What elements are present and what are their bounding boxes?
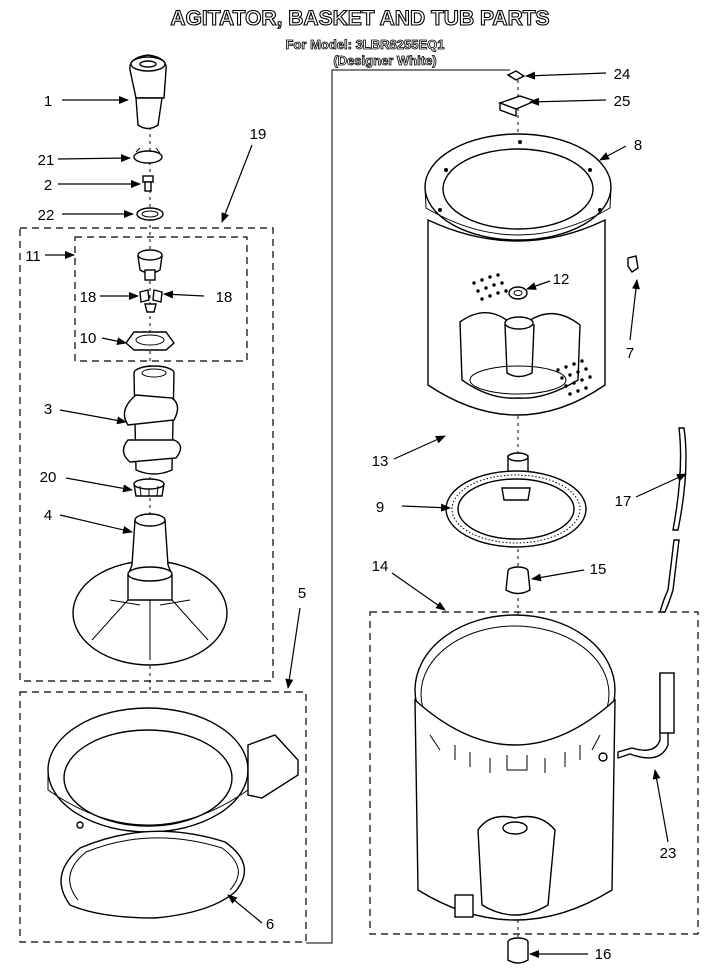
- part-16-bearing-nut: [507, 937, 529, 964]
- callout-numbers: 1 21 2 22 19 11 18 18 10 3 20 4 5 6 24 2…: [25, 66, 676, 963]
- callout-24: 24: [614, 66, 631, 83]
- diagram-title: AGITATOR, BASKET AND TUB PARTS: [170, 7, 549, 30]
- callout-5: 5: [298, 585, 306, 602]
- callout-4: 4: [44, 507, 52, 524]
- group-box-11: [74, 236, 248, 362]
- part-4-agitator-base: [72, 513, 228, 666]
- callout-14: 14: [372, 558, 389, 575]
- group-box-19: [19, 227, 274, 682]
- model-number: For Model: 3LBR8255EQ1: [286, 37, 445, 52]
- callout-7: 7: [626, 345, 634, 362]
- connector-line: [306, 69, 510, 944]
- callout-8: 8: [634, 137, 642, 154]
- callout-13: 13: [372, 453, 389, 470]
- callout-15: 15: [590, 561, 607, 578]
- part-20-bearing: [133, 478, 165, 497]
- part-11-cam: [137, 249, 163, 281]
- callout-22: 22: [38, 207, 55, 224]
- part-14-tub: [414, 614, 616, 921]
- callout-18-left: 18: [80, 289, 97, 306]
- part-17-hose: [659, 427, 687, 613]
- callout-23: 23: [660, 845, 677, 862]
- part-12-spanner-nut: [508, 286, 528, 300]
- callout-16: 16: [595, 946, 612, 963]
- color-designation: (Designer White): [333, 53, 436, 68]
- callout-12: 12: [553, 271, 570, 288]
- callout-9: 9: [376, 499, 384, 516]
- callout-17: 17: [615, 493, 632, 510]
- part-2-bolt: [142, 175, 154, 192]
- part-7-clip: [627, 255, 639, 273]
- part-10-ratchet: [125, 331, 175, 351]
- part-6-snap-ring: [60, 830, 246, 919]
- part-9-seal-plate: [445, 470, 587, 548]
- callout-21: 21: [38, 152, 55, 169]
- callout-25: 25: [614, 93, 631, 110]
- leader-lines: [45, 71, 687, 958]
- callout-6: 6: [266, 916, 274, 933]
- callout-10: 10: [80, 330, 97, 347]
- part-13-basket: [427, 218, 606, 416]
- basket-perforations: [472, 273, 592, 396]
- callout-11: 11: [25, 248, 41, 265]
- callout-2: 2: [44, 177, 52, 194]
- part-15-bushing: [505, 566, 531, 595]
- part-24-screw: [506, 70, 526, 81]
- part-21-clip: [133, 147, 163, 164]
- callout-1: 1: [44, 93, 52, 110]
- group-box-5: [19, 691, 307, 943]
- part-3-auger: [122, 365, 182, 475]
- callout-18-right: 18: [216, 289, 233, 306]
- part-22-o-ring: [136, 207, 164, 221]
- callout-3: 3: [44, 401, 52, 418]
- part-25-bracket: [497, 95, 537, 118]
- part-18-dogs: [139, 289, 163, 313]
- part-5-hub-ring: [47, 707, 299, 847]
- part-1-agitator-cap: [129, 54, 167, 130]
- part-8-balance-ring: [424, 133, 612, 241]
- callout-19: 19: [250, 126, 267, 143]
- part-23-pressure-hose: [598, 672, 675, 762]
- callout-20: 20: [40, 469, 57, 486]
